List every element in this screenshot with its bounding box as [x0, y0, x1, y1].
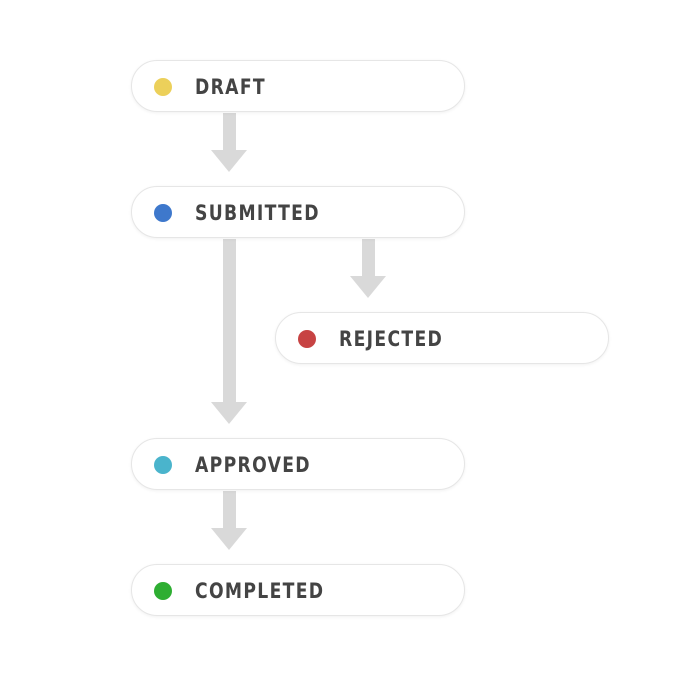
status-dot-icon [154, 78, 172, 96]
status-dot-icon [154, 204, 172, 222]
node-rejected[interactable]: REJECTED [275, 312, 609, 364]
node-completed[interactable]: COMPLETED [131, 564, 465, 616]
node-label: DRAFT [195, 75, 266, 99]
status-dot-icon [154, 456, 172, 474]
node-label: APPROVED [195, 453, 311, 477]
node-draft[interactable]: DRAFT [131, 60, 465, 112]
node-label: COMPLETED [195, 579, 325, 603]
node-submitted[interactable]: SUBMITTED [131, 186, 465, 238]
status-dot-icon [154, 582, 172, 600]
node-label: REJECTED [339, 327, 444, 351]
node-label: SUBMITTED [195, 201, 320, 225]
status-dot-icon [298, 330, 316, 348]
node-approved[interactable]: APPROVED [131, 438, 465, 490]
